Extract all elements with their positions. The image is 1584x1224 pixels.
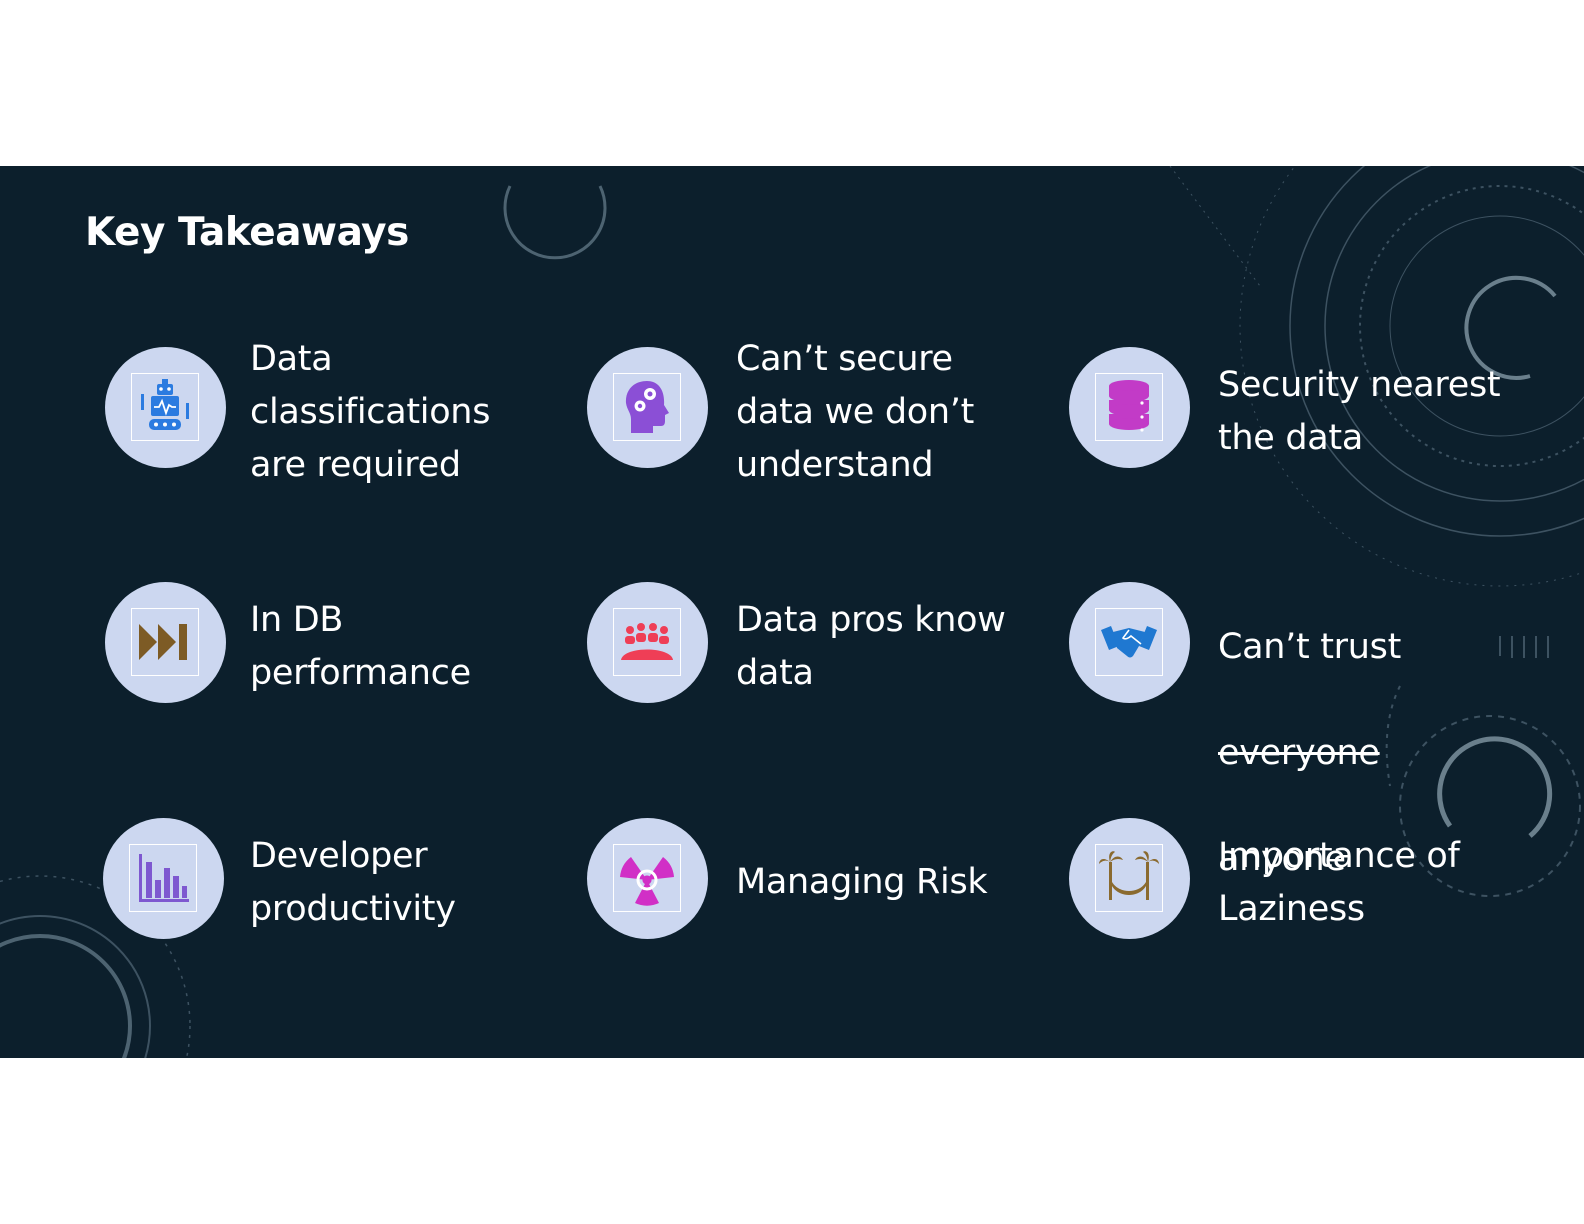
takeaway-label: Can’t secure data we don’t understand <box>736 339 975 485</box>
icon-badge <box>1069 818 1190 939</box>
icon-badge <box>587 347 708 468</box>
head-gears-icon <box>625 381 669 433</box>
struck-word: everyone <box>1218 733 1380 773</box>
takeaway-label: Security nearest the data <box>1218 365 1501 458</box>
slide: Key Takeaways Data classifications are r… <box>0 166 1584 1058</box>
radiation-icon <box>620 857 674 906</box>
label-line: anyone <box>1218 839 1346 879</box>
icon-badge <box>1069 347 1190 468</box>
takeaway-label: Managing Risk <box>736 862 988 902</box>
fast-forward-icon <box>139 624 187 660</box>
icon-badge <box>103 818 224 939</box>
takeaway-label: Importance of Laziness <box>1218 836 1460 929</box>
database-icon <box>1109 380 1149 432</box>
takeaway-label: Data pros know data <box>736 600 1006 693</box>
hammock-palms-icon <box>1099 851 1159 900</box>
icon-badge <box>587 818 708 939</box>
icon-badge <box>105 347 226 468</box>
icon-badge <box>587 582 708 703</box>
takeaway-label: In DB performance <box>250 600 471 693</box>
robot-icon <box>141 379 189 430</box>
icon-badge <box>105 582 226 703</box>
takeaway-label: Developer productivity <box>250 836 456 929</box>
takeaway-label: Can’t trust everyone anyone <box>1218 568 1518 939</box>
takeaway-label: Data classifications are required <box>250 339 491 485</box>
slide-title: Key Takeaways <box>85 210 409 255</box>
icon-badge <box>1069 582 1190 703</box>
decorative-circles <box>0 166 1584 1058</box>
handshake-icon <box>1101 626 1157 658</box>
bar-chart-icon <box>139 854 189 902</box>
label-line: Can’t trust <box>1218 627 1401 667</box>
group-icon <box>621 623 673 660</box>
